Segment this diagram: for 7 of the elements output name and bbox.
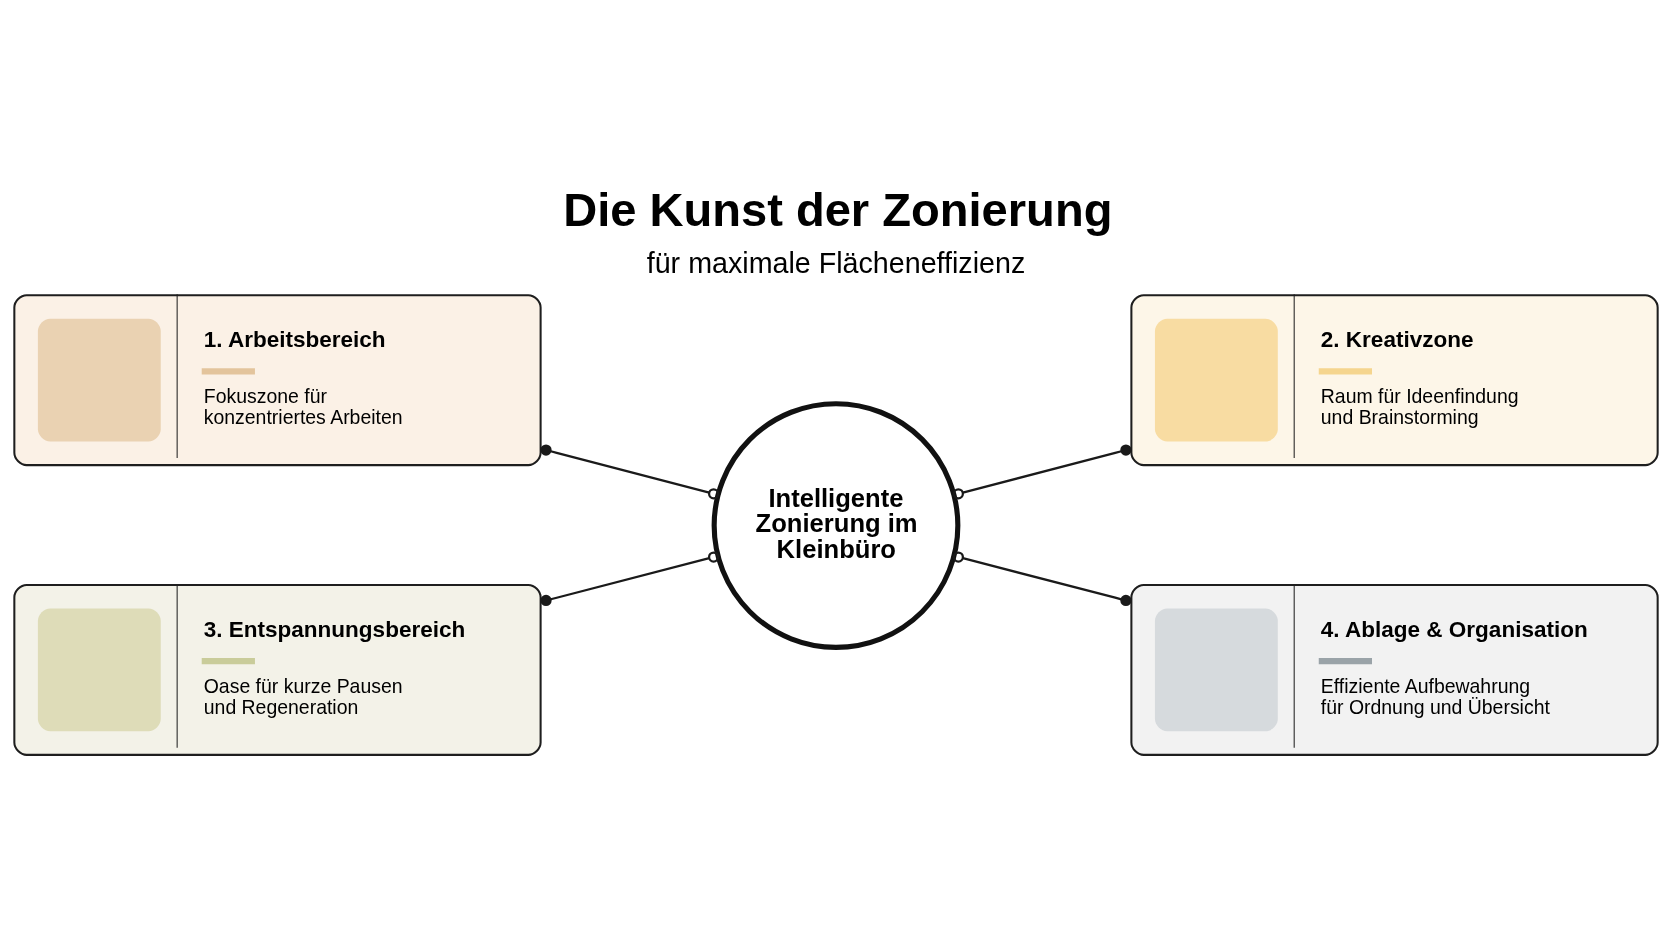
connector <box>540 551 720 607</box>
diagram-title: Die Kunst der Zonierung <box>563 182 1113 236</box>
connector <box>540 444 720 500</box>
node-circle: Intelligente Zonierung im Kleinbüro <box>711 401 961 650</box>
label: für maximale Flächeneffizienz <box>646 246 1026 279</box>
connector <box>952 444 1132 500</box>
connector <box>952 551 1132 607</box>
